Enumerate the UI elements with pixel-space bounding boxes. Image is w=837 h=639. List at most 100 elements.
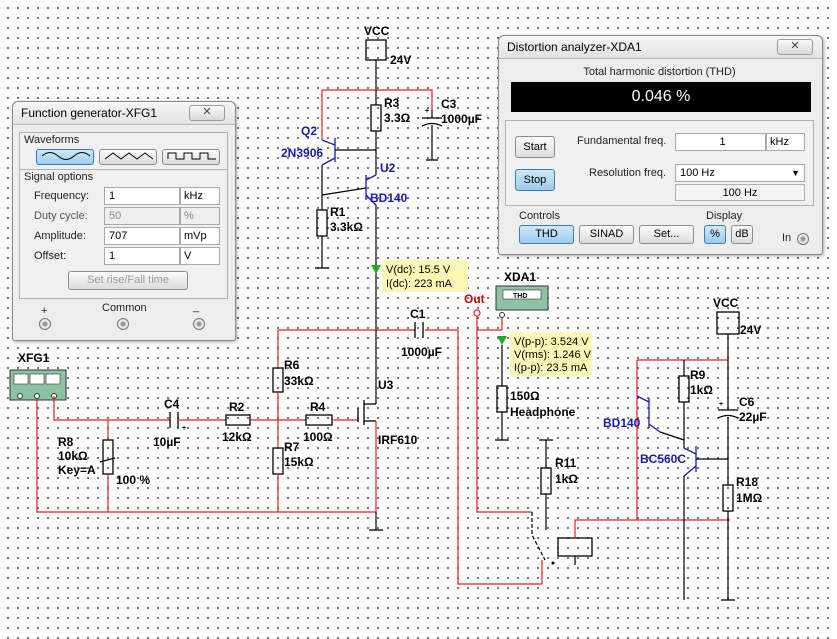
db-display-button[interactable]: dB (731, 225, 753, 244)
r8-ref: R8 (58, 435, 74, 449)
terminal-plus-connector[interactable] (39, 318, 51, 330)
c3-value: 1000µF (441, 112, 482, 126)
signal-options-label: Signal options (24, 171, 94, 183)
waveforms-label: Waveforms (24, 134, 80, 146)
xfg1-instrument[interactable]: XFG1 (9, 351, 108, 421)
r4-ref: R4 (310, 400, 326, 414)
vcc-right-value: 24V (740, 323, 761, 337)
triangle-wave-icon (104, 152, 154, 160)
set-button[interactable]: Set... (639, 225, 694, 244)
r8-percent: 100 % (116, 473, 150, 487)
u2-ref: U2 (380, 161, 396, 175)
duty-cycle-unit[interactable]: % (180, 207, 220, 225)
probe-dc-current: I(dc): 223 mA (386, 278, 453, 290)
xda1-instrument[interactable]: XDA1 THD (495, 270, 549, 318)
transistor-u2[interactable]: U2 BD140 (321, 161, 408, 330)
capacitor-c3[interactable]: + C3 1000µF (421, 97, 482, 161)
triangle-wave-button[interactable] (99, 149, 157, 165)
offset-input[interactable]: 1 (104, 247, 180, 265)
r3-ref: R3 (384, 96, 400, 110)
r2-value: 12kΩ (222, 430, 252, 444)
function-generator-titlebar[interactable]: Function generator-XFG1 ✕ (13, 102, 235, 125)
resolution-freq-readout: 100 Hz (675, 184, 805, 201)
fundamental-freq-label: Fundamental freq. (577, 135, 667, 147)
u3-ref: U3 (378, 378, 394, 392)
headphone-value: 150Ω (510, 389, 540, 403)
input-terminal-connector[interactable] (797, 233, 809, 245)
terminal-minus-connector[interactable] (193, 318, 205, 330)
r2-ref: R2 (229, 400, 245, 414)
svg-text:+: + (425, 108, 429, 115)
function-generator-window[interactable]: Function generator-XFG1 ✕ Waveforms Sign… (12, 101, 236, 341)
probe-dc-voltage: V(dc): 15.5 V (386, 264, 451, 276)
resistor-r2[interactable]: R2 12kΩ (222, 400, 252, 444)
vcc-top-source[interactable]: VCC 24V (364, 24, 411, 90)
vcc-right-source[interactable]: VCC 24V (713, 296, 761, 337)
transistor-bc560c[interactable]: BC560C (640, 440, 728, 600)
distortion-analyzer-title: Distortion analyzer-XDA1 (507, 40, 642, 54)
terminal-minus-label: _ (193, 301, 200, 313)
duty-cycle-label: Duty cycle: (34, 210, 88, 222)
amplitude-input[interactable]: 707 (104, 227, 180, 245)
probe-dc[interactable]: V(dc): 15.5 V I(dc): 223 mA (371, 260, 468, 292)
input-terminal-label: In (782, 232, 792, 244)
fundamental-freq-unit[interactable]: kHz (766, 133, 805, 151)
function-generator-title: Function generator-XFG1 (21, 106, 158, 120)
thd-button[interactable]: THD (519, 225, 574, 244)
capacitor-c6[interactable]: + C6 22µF (717, 360, 767, 485)
amplitude-unit[interactable]: mVp (180, 227, 220, 245)
sinad-button[interactable]: SINAD (579, 225, 634, 244)
vcc-right-label: VCC (713, 296, 739, 310)
terminal-common-connector[interactable] (117, 318, 129, 330)
resistor-r7[interactable]: R7 15kΩ (272, 440, 314, 512)
resistor-r18[interactable]: R18 1MΩ (721, 475, 763, 601)
resistor-r4[interactable]: R4 100Ω (303, 400, 333, 444)
relay-switch[interactable] (531, 512, 730, 584)
transistor-q2[interactable]: Q2 2N3906 (281, 124, 376, 195)
close-icon[interactable]: ✕ (189, 105, 225, 121)
r6-ref: R6 (284, 358, 300, 372)
percent-display-button[interactable]: % (704, 225, 726, 244)
close-icon[interactable]: ✕ (777, 39, 813, 55)
frequency-unit[interactable]: kHz (180, 187, 220, 205)
distortion-analyzer-window[interactable]: Distortion analyzer-XDA1 ✕ Total harmoni… (498, 35, 823, 255)
c4-value: 10µF (153, 435, 181, 449)
vcc-top-value: 24V (390, 53, 411, 67)
c1-ref: C1 (410, 307, 426, 321)
headphone-label: Headphone (510, 405, 576, 419)
r9-value: 1kΩ (690, 383, 713, 397)
distortion-analyzer-titlebar[interactable]: Distortion analyzer-XDA1 ✕ (499, 36, 822, 59)
controls-group: Controls (511, 210, 693, 250)
r3-value: 3.3Ω (384, 111, 411, 125)
set-rise-fall-button[interactable]: Set rise/Fall time (68, 271, 188, 290)
offset-unit[interactable]: V (180, 247, 220, 265)
resolution-freq-label: Resolution freq. (589, 167, 667, 179)
q2-ref: Q2 (301, 124, 317, 138)
svg-text:+: + (182, 425, 186, 432)
capacitor-c4[interactable]: + C4 10µF (153, 397, 186, 449)
resistor-r1[interactable]: R1 3.3kΩ (315, 195, 363, 269)
stop-button[interactable]: Stop (515, 169, 555, 191)
square-wave-button[interactable] (162, 149, 220, 165)
sine-wave-button[interactable] (36, 149, 94, 165)
duty-cycle-input[interactable]: 50 (104, 207, 180, 225)
r18-value: 1MΩ (736, 491, 763, 505)
frequency-input[interactable]: 1 (104, 187, 180, 205)
probe-ac[interactable]: V(p-p): 3.524 V V(rms): 1.246 V I(p-p): … (497, 332, 592, 376)
potentiometer-r8[interactable]: R8 10kΩ Key=A 100 % (58, 420, 150, 512)
capacitor-c1[interactable]: C1 1000µF (401, 307, 442, 359)
sine-wave-icon (41, 152, 91, 160)
resistor-r11[interactable]: R11 1kΩ (539, 439, 578, 512)
mosfet-u3[interactable]: U3 IRF610 (357, 330, 418, 512)
resistor-r3[interactable]: R3 3.3Ω (370, 90, 411, 175)
resolution-freq-select[interactable]: 100 Hz ▼ (675, 164, 805, 182)
headphone-resistor[interactable]: 150Ω Headphone (495, 345, 576, 441)
probe-ac-vpp: V(p-p): 3.524 V (514, 336, 589, 348)
resistor-r9[interactable]: R9 1kΩ (678, 360, 713, 440)
bd140-right-label: BD140 (603, 416, 641, 430)
fundamental-freq-input[interactable]: 1 (675, 133, 766, 151)
transistor-bd140-right[interactable]: BD140 (603, 395, 685, 441)
terminal-common-label: Common (102, 302, 147, 314)
start-button[interactable]: Start (515, 136, 555, 158)
